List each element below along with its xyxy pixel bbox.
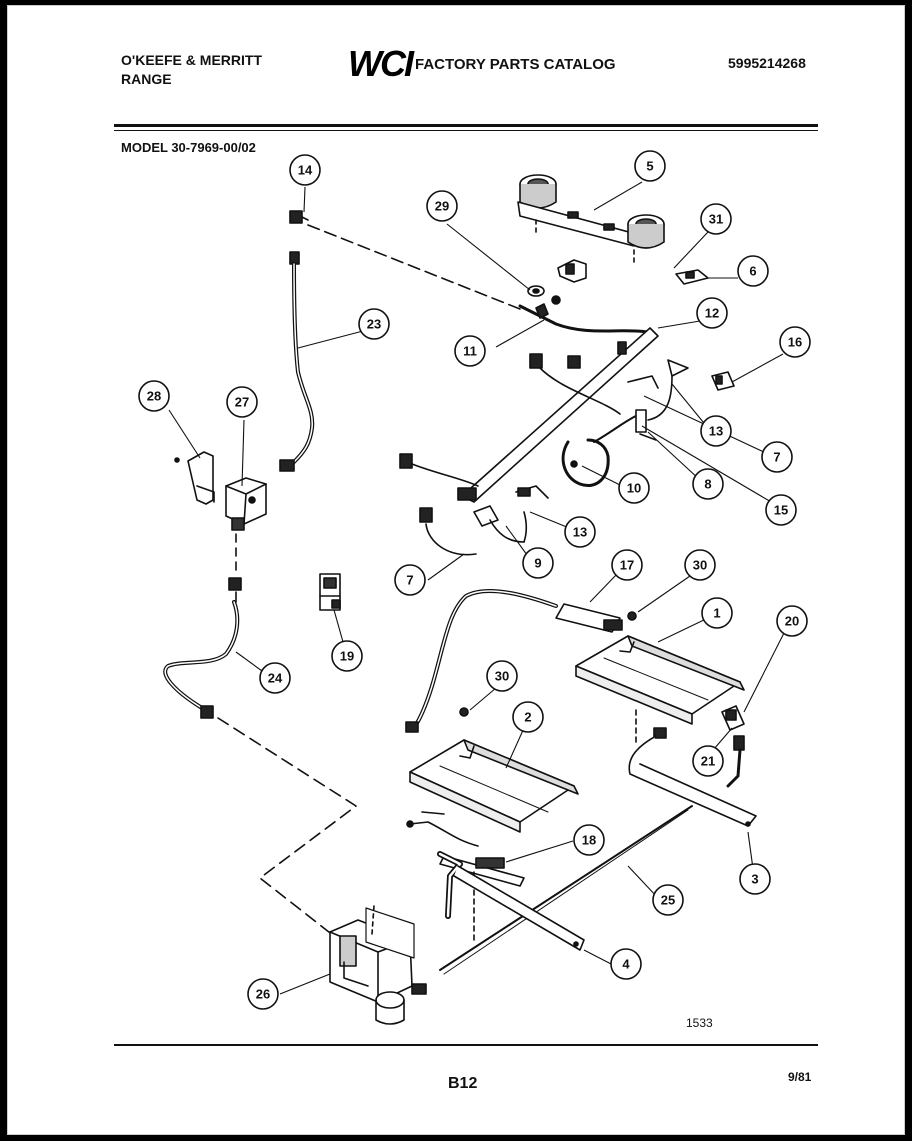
burner-valves <box>399 353 621 487</box>
part-20-pilot-orifice <box>721 705 745 731</box>
callout-26: 26 <box>256 987 270 1002</box>
part-5-burner-head-assembly <box>517 174 665 267</box>
part-31-clip <box>557 259 587 283</box>
part-4-burner-tube <box>437 851 585 951</box>
callout-14: 14 <box>298 163 313 178</box>
callout-10: 10 <box>627 481 641 496</box>
part-23-pilot-tube <box>279 251 315 472</box>
part-28-bracket <box>174 451 215 505</box>
catalog-title: FACTORY PARTS CATALOG <box>415 56 616 73</box>
brand-name: O'KEEFE & MERRITT RANGE <box>121 51 262 89</box>
part-17-spark-generator <box>405 588 623 733</box>
callout-7-upper: 7 <box>773 450 780 465</box>
callout-27: 27 <box>235 395 249 410</box>
header-rule-thin <box>114 130 818 131</box>
callout-20: 20 <box>785 614 799 629</box>
wci-logo: WCI <box>348 43 414 84</box>
callout-21: 21 <box>701 754 715 769</box>
brand-line-1: O'KEEFE & MERRITT <box>121 52 262 68</box>
header-rule-thick <box>114 124 818 127</box>
part-13-electrode-lower <box>419 485 549 556</box>
catalog-page: O'KEEFE & MERRITT RANGE WCI FACTORY PART… <box>7 5 905 1135</box>
callout-5: 5 <box>646 159 653 174</box>
part-6-spring-clip <box>675 269 709 285</box>
footer-rule <box>114 1044 818 1046</box>
part-29-washer <box>527 285 545 297</box>
callout-24: 24 <box>268 671 283 686</box>
callout-25: 25 <box>661 893 675 908</box>
part-1-burner-tray-right <box>575 635 745 743</box>
callout-13-lower: 13 <box>573 525 587 540</box>
part-25-tube <box>439 805 693 975</box>
callout-16: 16 <box>788 335 802 350</box>
part-8-lead-wire <box>635 409 657 441</box>
model-number: MODEL 30-7969-00/02 <box>121 140 256 155</box>
callout-6: 6 <box>749 264 756 279</box>
part-number: 5995214268 <box>728 55 806 71</box>
callout-8: 8 <box>704 477 711 492</box>
part-3-burner-tube <box>628 727 757 827</box>
part-2-burner-tray-left <box>409 739 579 833</box>
part-26-gas-valve <box>329 905 427 1025</box>
callout-19: 19 <box>340 649 354 664</box>
page-number: B12 <box>448 1075 478 1092</box>
part-30-nut-upper <box>627 611 637 621</box>
part-16-igniter-switch <box>711 371 735 391</box>
callout-3: 3 <box>751 872 758 887</box>
part-24-tube <box>163 577 357 937</box>
callout-1: 1 <box>713 606 720 621</box>
callout-29: 29 <box>435 199 449 214</box>
callout-23: 23 <box>367 317 381 332</box>
callout-13-upper: 13 <box>709 424 723 439</box>
callout-28: 28 <box>147 389 161 404</box>
callout-18: 18 <box>582 833 596 848</box>
callout-12: 12 <box>705 306 719 321</box>
part-19-switch <box>319 573 341 611</box>
part-14-fitting <box>289 210 521 310</box>
part-11-orifice <box>535 303 549 319</box>
drawing-number: 1533 <box>686 1016 713 1030</box>
callout-2: 2 <box>524 710 531 725</box>
brand-line-2: RANGE <box>121 71 172 87</box>
callout-7-lower: 7 <box>406 573 413 588</box>
callout-30-upper: 30 <box>693 558 707 573</box>
callout-17: 17 <box>620 558 634 573</box>
exploded-parts-diagram: 14 23 28 27 24 19 29 5 31 6 11 12 16 13 … <box>138 150 811 1025</box>
callout-11: 11 <box>463 344 477 359</box>
callout-31: 31 <box>709 212 723 227</box>
part-12-manifold <box>457 295 659 503</box>
callout-9: 9 <box>534 556 541 571</box>
callout-4: 4 <box>622 957 630 972</box>
part-27-safety-valve <box>225 477 267 577</box>
callout-30-lower: 30 <box>495 669 509 684</box>
part-13-electrode-upper <box>627 359 689 421</box>
part-30-nut-lower <box>459 707 469 717</box>
callout-15: 15 <box>774 503 788 518</box>
part-21-fitting <box>726 735 745 788</box>
catalog-date: 9/81 <box>788 1070 812 1084</box>
